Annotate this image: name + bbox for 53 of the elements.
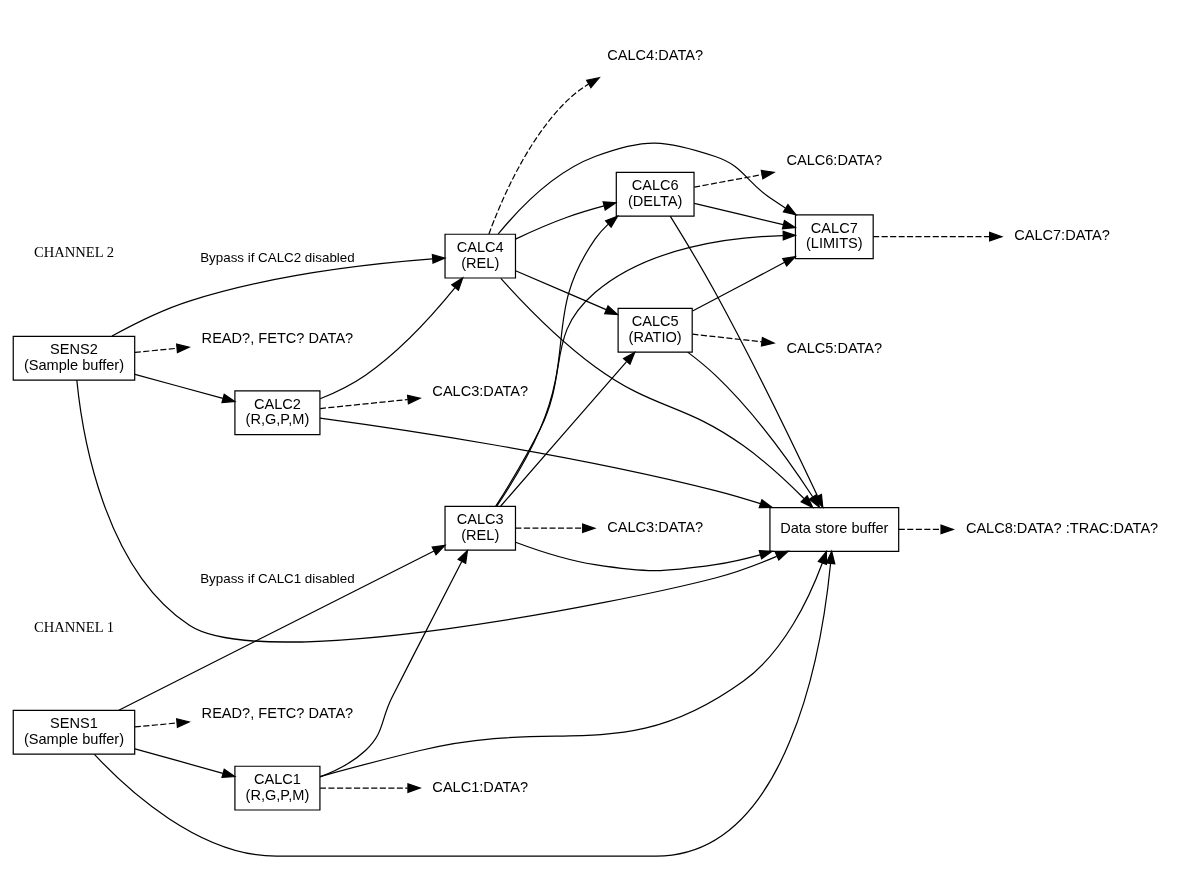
arrow — [496, 215, 619, 507]
arrow — [514, 523, 597, 534]
arrow — [319, 549, 828, 778]
arrow — [500, 277, 814, 509]
node-box: Data store buffer — [769, 506, 900, 552]
node-text: CALC4:DATA? — [607, 46, 704, 63]
arrow — [319, 394, 422, 410]
node-box: CALC2 (R,G,P,M) — [234, 390, 321, 436]
arrow — [514, 270, 620, 316]
node-text: CALC5:DATA? — [786, 340, 883, 357]
node-box: CALC5 (RATIO) — [617, 307, 693, 353]
label: CHANNEL 1 — [34, 618, 114, 635]
arrow — [514, 201, 618, 240]
node-box: CALC6 (DELTA) — [615, 171, 695, 217]
arrow — [134, 718, 191, 729]
arrow — [319, 276, 464, 400]
arrow — [497, 142, 798, 235]
arrow — [515, 541, 774, 572]
node-text: READ?, FETC? DATA? — [201, 329, 354, 346]
arrow — [76, 379, 790, 643]
arrow — [319, 417, 774, 509]
node-text: CALC8:DATA? :TRAC:DATA? — [965, 520, 1159, 537]
arrow — [691, 255, 798, 312]
node-text: CALC6:DATA? — [786, 152, 883, 169]
arrow — [134, 748, 237, 779]
node-box: CALC1 (R,G,P,M) — [234, 765, 321, 811]
node-box: CALC7 (LIMITS) — [794, 214, 874, 260]
node-text: CALC3:DATA? — [432, 382, 529, 399]
arrow — [693, 169, 776, 188]
arrow — [691, 333, 776, 347]
edge-label: Bypass if CALC2 disabled — [200, 249, 355, 265]
label: CHANNEL 2 — [34, 244, 114, 261]
node-text: CALC7:DATA? — [1014, 227, 1110, 244]
arrow — [319, 783, 422, 794]
arrow — [495, 230, 798, 507]
node-box: SENS1 (Sample buffer) — [12, 709, 136, 755]
node-box: CALC3 (REL) — [444, 505, 517, 551]
arrow — [134, 343, 191, 354]
arrow — [898, 524, 955, 535]
arrow — [693, 202, 798, 230]
arrow — [488, 76, 601, 235]
node-text: CALC1:DATA? — [432, 778, 529, 795]
arrow — [118, 544, 447, 711]
node-box: CALC4 (REL) — [444, 233, 517, 279]
edge-label: Bypass if CALC1 disabled — [200, 570, 355, 586]
arrow — [93, 549, 836, 857]
arrow — [134, 373, 237, 404]
node-box: SENS2 (Sample buffer) — [12, 335, 136, 381]
node-text: READ?, FETC? DATA? — [201, 704, 354, 721]
arrow — [872, 231, 1004, 242]
node-text: CALC3:DATA? — [607, 518, 704, 535]
arrow — [500, 350, 636, 507]
arrow — [111, 253, 447, 337]
